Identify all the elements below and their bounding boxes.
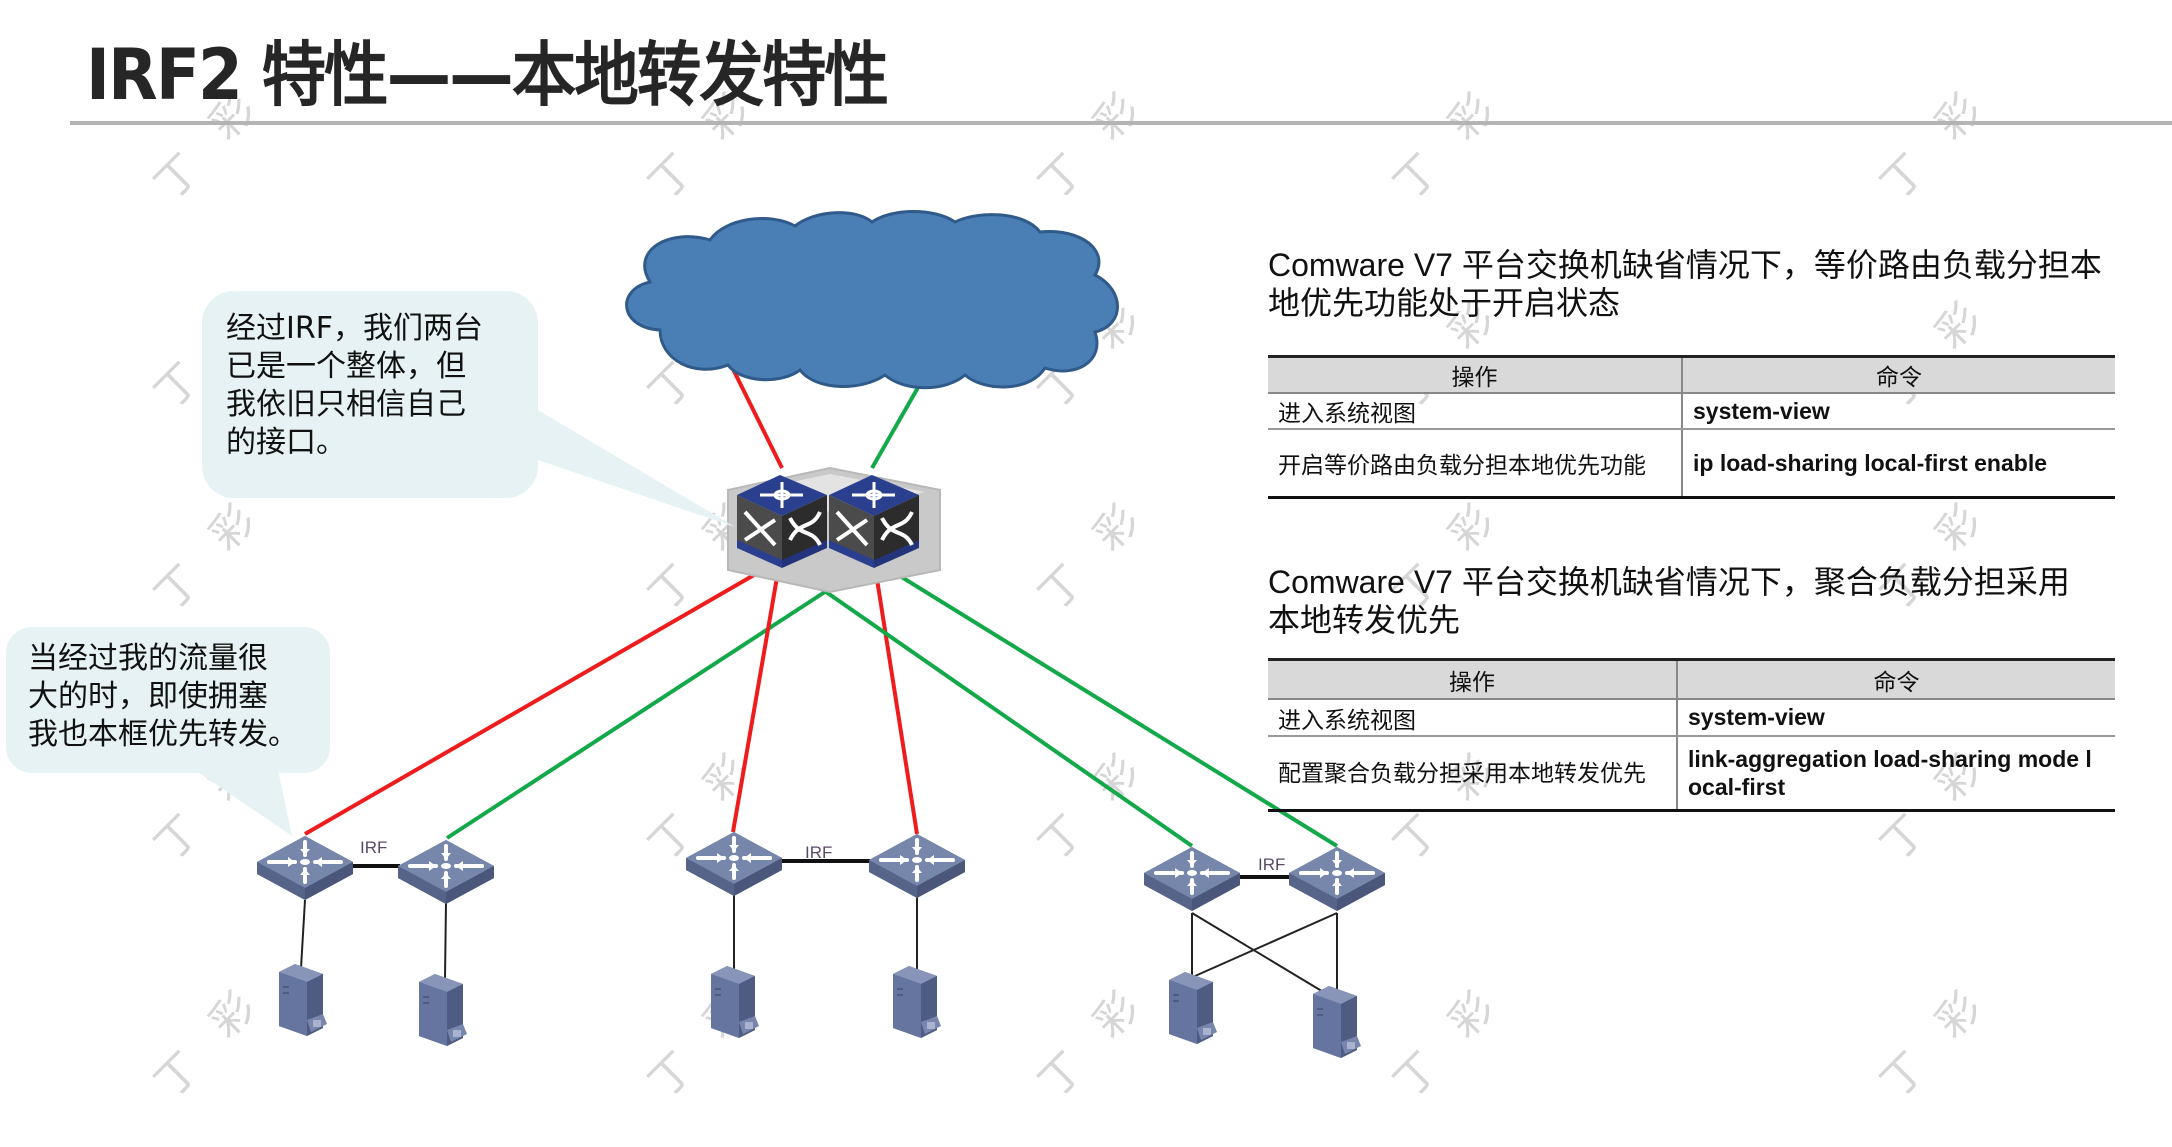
- operation-cell: 开启等价路由负载分担本地优先功能: [1268, 429, 1683, 499]
- table-row: 进入系统视图 system-view: [1268, 699, 2115, 737]
- column-header-operation: 操作: [1268, 658, 1678, 700]
- server-cables: [300, 895, 1338, 997]
- bubble-line: 的接口。: [226, 425, 346, 460]
- speech-bubble-upper-text: 经过IRF，我们两台 已是一个整体，但 我依旧只相信自己 的接口。: [226, 310, 526, 462]
- speech-bubble-lower-text: 当经过我的流量很 大的时，即使拥塞 我也本框优先转发。: [28, 640, 328, 754]
- server-3a: [1169, 972, 1217, 1044]
- bubble-line: 经过IRF，我们两台: [226, 311, 483, 346]
- table-row: 进入系统视图 system-view: [1268, 393, 2115, 430]
- bubble-line: 我也本框优先转发。: [28, 717, 298, 752]
- core-switch-2: [829, 475, 919, 568]
- server-1a: [279, 964, 327, 1036]
- access-switch-3a: [1142, 845, 1242, 913]
- command-table-ecmp: 操作 命令 进入系统视图 system-view 开启等价路由负载分担本地优先功…: [1268, 355, 2115, 499]
- table-row: 开启等价路由负载分担本地优先功能 ip load-sharing local-f…: [1268, 429, 2115, 499]
- heading-line: 地优先功能处于开启状态: [1268, 285, 1621, 321]
- access-switch-1a: [255, 834, 355, 902]
- command-cell: link-aggregation load-sharing mode local…: [1677, 736, 2115, 812]
- link-core-2-to-access-3b: [872, 558, 1339, 848]
- core-switch-1: [737, 475, 827, 568]
- link-cloud-to-core-1: [728, 362, 784, 469]
- server-2b: [893, 966, 941, 1038]
- heading-line: 本地转发优先: [1268, 602, 1461, 638]
- speech-bubble-lower: [6, 627, 330, 836]
- server-1b: [419, 974, 467, 1046]
- access-switch-1b: [396, 838, 496, 906]
- command-cell: system-view: [1682, 393, 2115, 430]
- command-table-link-aggregation: 操作 命令 进入系统视图 system-view 配置聚合负载分担采用本地转发优…: [1268, 658, 2115, 812]
- irf-label-2: IRF: [805, 843, 832, 862]
- wan-cloud: [625, 210, 1119, 390]
- column-header-command: 命令: [1682, 355, 2115, 394]
- irf-label-1: IRF: [360, 838, 387, 857]
- operation-cell: 进入系统视图: [1268, 699, 1678, 737]
- access-switch-2a: [684, 830, 784, 898]
- irf-label-3: IRF: [1258, 855, 1285, 874]
- column-header-operation: 操作: [1268, 355, 1683, 394]
- bubble-line: 我依旧只相信自己: [226, 387, 466, 422]
- command-cell: system-view: [1677, 699, 2115, 737]
- link-core-1-to-access-2a: [731, 559, 782, 833]
- heading-line: Comware V7 平台交换机缺省情况下，聚合负载分担采用: [1268, 564, 2070, 600]
- bubble-line: 大的时，即使拥塞: [28, 679, 268, 714]
- section-heading-ecmp: Comware V7 平台交换机缺省情况下，等价路由负载分担本 地优先功能处于开…: [1268, 246, 2102, 322]
- access-switch-2b: [867, 832, 967, 900]
- server-3b: [1313, 986, 1361, 1058]
- server-2a: [711, 966, 759, 1038]
- bubble-line: 已是一个整体，但: [226, 349, 466, 384]
- heading-line: Comware V7 平台交换机缺省情况下，等价路由负载分担本: [1268, 247, 2102, 283]
- bubble-line: 当经过我的流量很: [28, 641, 268, 676]
- speech-bubble-upper: [202, 291, 735, 527]
- table-row: 配置聚合负载分担采用本地转发优先 link-aggregation load-s…: [1268, 736, 2115, 812]
- title-divider: [70, 121, 2172, 125]
- section-heading-link-aggregation: Comware V7 平台交换机缺省情况下，聚合负载分担采用 本地转发优先: [1268, 563, 2070, 639]
- slide-title: IRF2 特性——本地转发特性: [86, 34, 889, 116]
- operation-cell: 进入系统视图: [1268, 393, 1683, 430]
- access-switch-3b: [1287, 845, 1387, 913]
- command-cell: ip load-sharing local-first enable: [1682, 429, 2115, 499]
- core-switch-stack: [727, 466, 941, 594]
- column-header-command: 命令: [1677, 658, 2115, 700]
- link-core-1-to-access-1a: [304, 558, 781, 836]
- operation-cell: 配置聚合负载分担采用本地转发优先: [1268, 736, 1678, 812]
- link-core-1-to-access-3a: [778, 558, 1194, 848]
- irf-labels: IRF IRF IRF: [360, 838, 1285, 874]
- link-core-2-to-access-1b: [445, 558, 876, 840]
- irf-links: [353, 859, 1290, 879]
- link-core-2-to-access-2b: [872, 559, 919, 835]
